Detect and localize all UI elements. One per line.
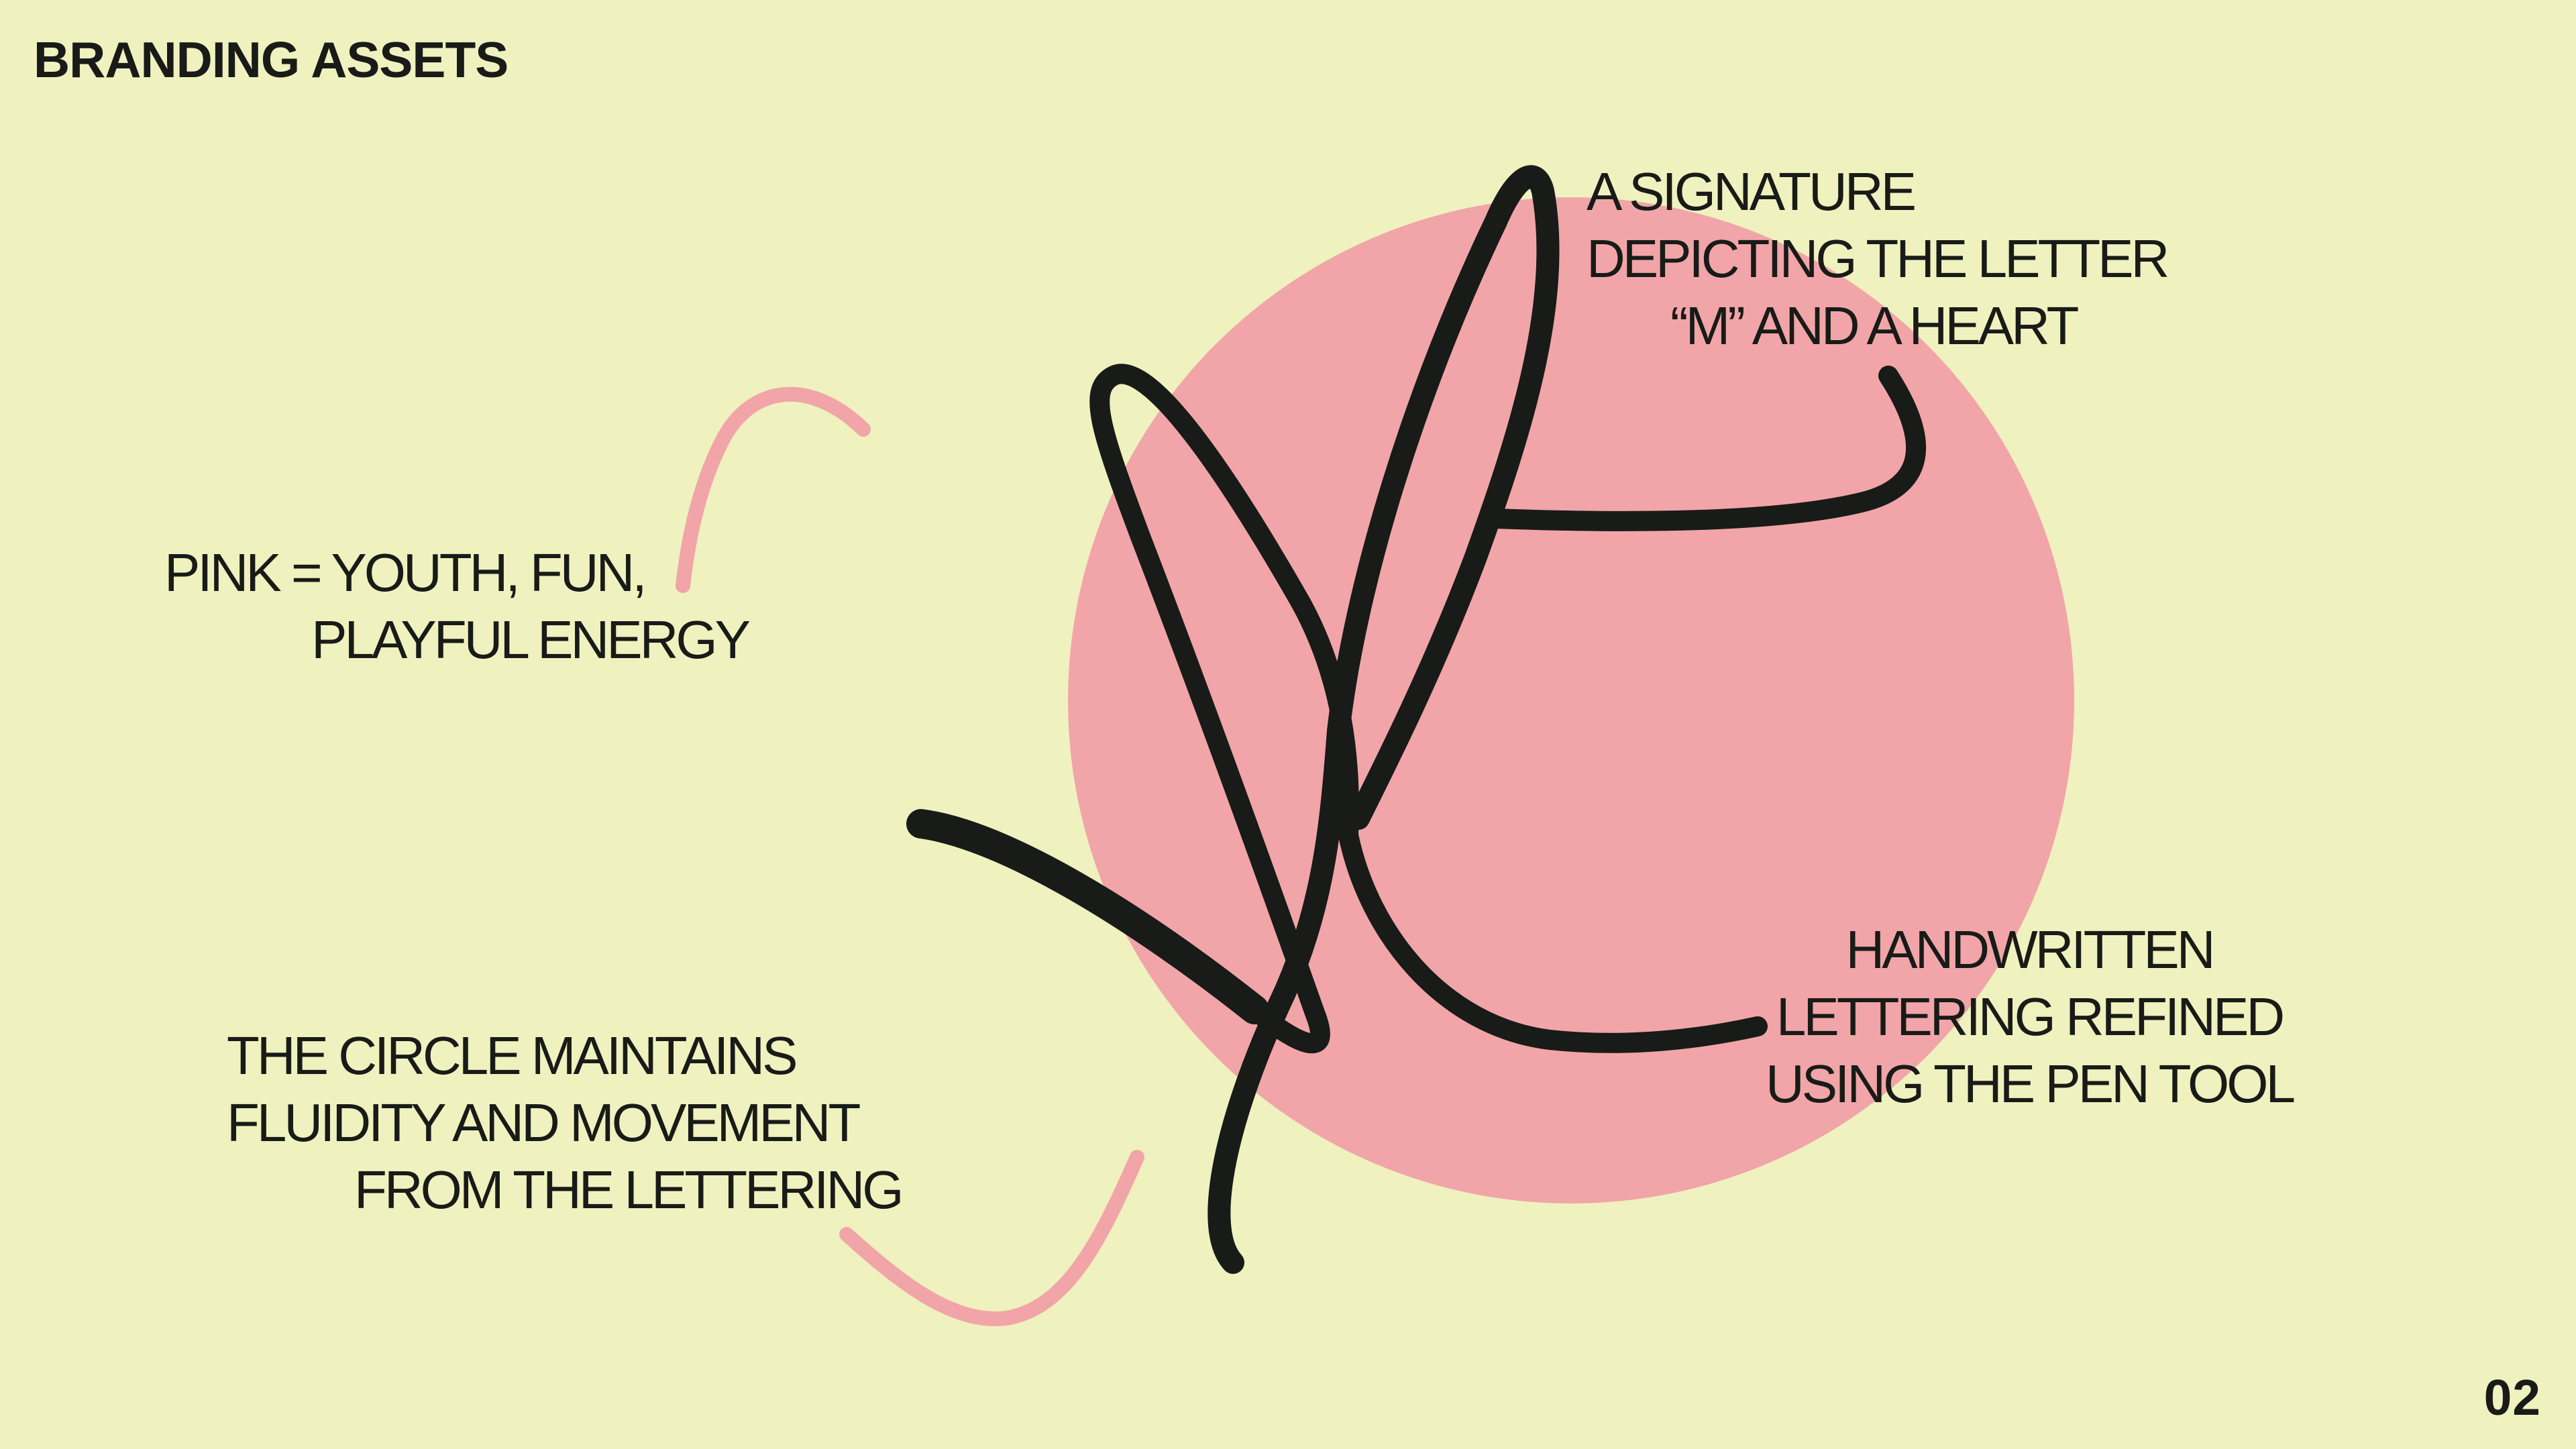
- page-number: 02: [2483, 1369, 2541, 1426]
- annotation-line: HANDWRITTEN: [1845, 920, 2215, 979]
- annotation-handwritten: HANDWRITTEN LETTERING REFINED USING THE …: [1744, 916, 2314, 1118]
- annotation-line: “M” AND A HEART: [1670, 296, 2079, 356]
- signature-stroke-heart: [911, 364, 1768, 1054]
- annotation-line: A SIGNATURE: [1587, 162, 1917, 221]
- annotation-signature: A SIGNATURE DEPICTING THE LETTER “M” AND…: [1587, 158, 2169, 360]
- slide-title: BRANDING ASSETS: [34, 32, 508, 88]
- pink-connector-top: [676, 386, 871, 593]
- annotation-line: PLAYFUL ENERGY: [311, 610, 751, 669]
- annotation-line: PINK = YOUTH, FUN,: [164, 543, 647, 602]
- annotation-pink: PINK = YOUTH, FUN, PLAYFUL ENERGY: [164, 539, 751, 674]
- annotation-circle: THE CIRCLE MAINTAINS FLUIDITY AND MOVEME…: [227, 1022, 918, 1224]
- annotation-line: FROM THE LETTERING: [354, 1160, 904, 1220]
- annotation-line: LETTERING REFINED: [1776, 987, 2285, 1046]
- signature-stroke-swash: [1486, 366, 1926, 531]
- signature-stroke-main: [1208, 165, 1560, 1274]
- annotation-line: THE CIRCLE MAINTAINS: [227, 1026, 798, 1085]
- pink-circle: [1068, 197, 2074, 1203]
- annotation-line: USING THE PEN TOOL: [1765, 1054, 2296, 1114]
- signature-stroke-accent: [906, 809, 1269, 1024]
- annotation-line: DEPICTING THE LETTER: [1587, 229, 2169, 288]
- annotation-line: FLUIDITY AND MOVEMENT: [227, 1093, 861, 1152]
- pink-connector-bottom: [839, 1150, 1144, 1326]
